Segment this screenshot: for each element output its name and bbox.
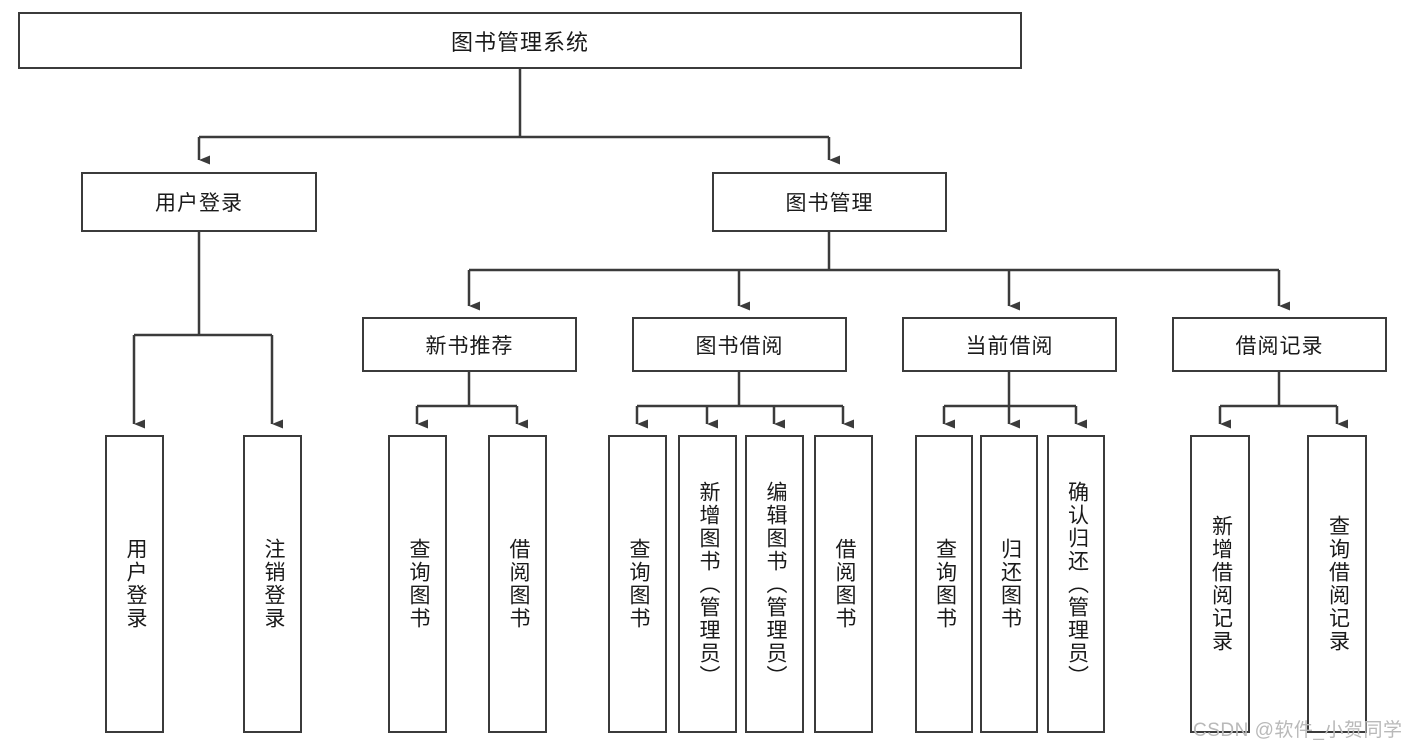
leaf-label: 新增图书（管理员） xyxy=(696,480,720,688)
leaf-borrow-book[interactable]: 借阅图书 xyxy=(814,435,873,733)
leaf-edit-book-admin[interactable]: 编辑图书（管理员） xyxy=(745,435,804,733)
leaf-label: 查询借阅记录 xyxy=(1326,515,1350,653)
leaf-label: 借阅图书 xyxy=(506,538,530,630)
node-new-book-recommend-label: 新书推荐 xyxy=(425,334,514,358)
leaf-query-book-recommend[interactable]: 查询图书 xyxy=(388,435,447,733)
leaf-add-book-admin[interactable]: 新增图书（管理员） xyxy=(678,435,737,733)
node-current-borrow[interactable]: 当前借阅 xyxy=(902,317,1117,372)
leaf-label: 查询图书 xyxy=(933,538,957,630)
leaf-label: 归还图书 xyxy=(998,538,1022,630)
leaf-confirm-return-admin[interactable]: 确认归还（管理员） xyxy=(1047,435,1105,733)
leaf-user-login[interactable]: 用户登录 xyxy=(105,435,164,733)
leaf-query-book-borrow[interactable]: 查询图书 xyxy=(608,435,667,733)
leaf-label: 用户登录 xyxy=(123,538,147,630)
node-borrow-record[interactable]: 借阅记录 xyxy=(1172,317,1387,372)
node-current-borrow-label: 当前借阅 xyxy=(965,334,1054,358)
node-book-borrow[interactable]: 图书借阅 xyxy=(632,317,847,372)
leaf-label: 注销登录 xyxy=(261,538,285,630)
node-new-book-recommend[interactable]: 新书推荐 xyxy=(362,317,577,372)
node-user-login[interactable]: 用户登录 xyxy=(81,172,317,232)
node-book-borrow-label: 图书借阅 xyxy=(695,334,784,358)
leaf-label: 查询图书 xyxy=(406,538,430,630)
leaf-label: 查询图书 xyxy=(626,538,650,630)
node-root-label: 图书管理系统 xyxy=(450,29,589,55)
node-borrow-record-label: 借阅记录 xyxy=(1235,334,1324,358)
leaf-add-borrow-record[interactable]: 新增借阅记录 xyxy=(1190,435,1250,733)
node-book-management[interactable]: 图书管理 xyxy=(712,172,947,232)
node-user-login-label: 用户登录 xyxy=(155,192,243,215)
leaf-user-logout[interactable]: 注销登录 xyxy=(243,435,302,733)
leaf-query-borrow-record[interactable]: 查询借阅记录 xyxy=(1307,435,1367,733)
leaf-query-book-current[interactable]: 查询图书 xyxy=(915,435,973,733)
leaf-return-book[interactable]: 归还图书 xyxy=(980,435,1038,733)
node-book-management-label: 图书管理 xyxy=(785,192,874,215)
leaf-label: 确认归还（管理员） xyxy=(1065,480,1089,688)
leaf-label: 新增借阅记录 xyxy=(1209,515,1233,653)
leaf-label: 编辑图书（管理员） xyxy=(763,480,787,688)
leaf-label: 借阅图书 xyxy=(832,538,856,630)
leaf-borrow-book-recommend[interactable]: 借阅图书 xyxy=(488,435,547,733)
node-root-system[interactable]: 图书管理系统 xyxy=(18,12,1022,69)
